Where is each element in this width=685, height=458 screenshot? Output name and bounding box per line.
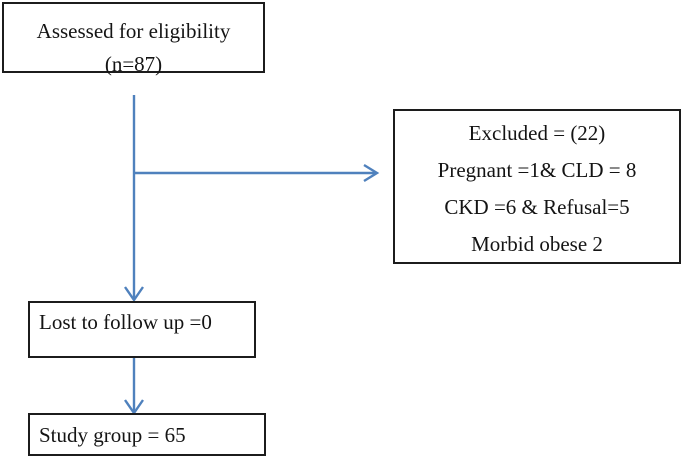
excluded-line-4: Morbid obese 2 bbox=[471, 232, 603, 256]
excluded-line-2: Pregnant =1& CLD = 8 bbox=[437, 158, 637, 182]
arrow-down-head-icon bbox=[124, 286, 144, 303]
arrow-right-head-icon bbox=[363, 163, 380, 183]
excluded-box: Excluded = (22) Pregnant =1& CLD = 8 CKD… bbox=[393, 109, 681, 264]
assessed-eligibility-box: Assessed for eligibility (n=87) bbox=[2, 2, 265, 76]
excluded-line-1: Excluded = (22) bbox=[468, 121, 606, 145]
lost-to-follow-up-box: Lost to follow up =0 bbox=[28, 301, 256, 358]
connector-group bbox=[124, 95, 380, 416]
study-line-1: Study group = 65 bbox=[39, 423, 186, 447]
excluded-line-3: CKD =6 & Refusal=5 bbox=[444, 195, 630, 219]
lost-line-1: Lost to follow up =0 bbox=[39, 310, 212, 334]
study-group-box: Study group = 65 bbox=[28, 413, 266, 456]
assessed-line-2: (n=87) bbox=[104, 52, 163, 76]
assessed-line-1: Assessed for eligibility bbox=[36, 19, 231, 43]
arrow-down-head2-icon bbox=[124, 399, 144, 416]
